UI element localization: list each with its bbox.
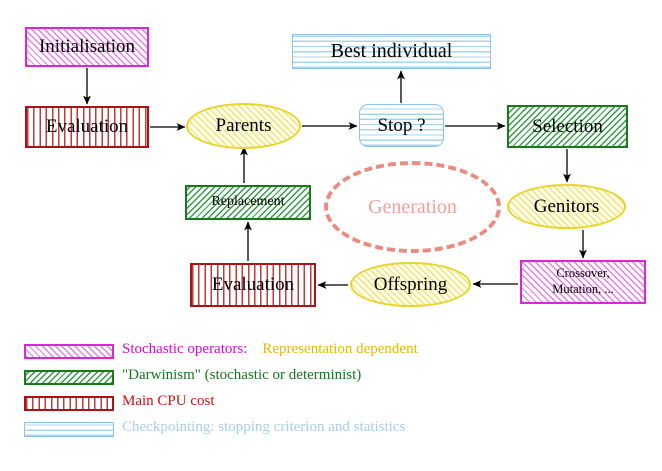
legend-label-stochastic-operators: Stochastic operators:	[122, 341, 248, 357]
node-replacement-label: Replacement	[211, 194, 285, 210]
node-genitors-label: Genitors	[533, 195, 600, 217]
node-parents-label: Parents	[215, 115, 272, 137]
legend: Stochastic operators: Representation dep…	[0, 340, 662, 460]
legend-swatch-blue-horizontal-hatch	[24, 422, 114, 437]
legend-row-main-cpu-cost: Main CPU cost	[0, 393, 662, 422]
node-crossover-line2: Mutation, ...	[552, 282, 614, 296]
node-evaluation-bottom-label: Evaluation	[211, 274, 295, 296]
node-offspring[interactable]: Offspring	[350, 262, 471, 307]
node-genitors[interactable]: Genitors	[507, 184, 626, 229]
node-selection-label: Selection	[532, 115, 603, 137]
legend-label-checkpointing: Checkpointing: stopping criterion and st…	[122, 419, 406, 435]
legend-label-representation-dependent: Representation dependent	[262, 341, 418, 357]
node-evaluation-bottom[interactable]: Evaluation	[190, 263, 316, 307]
legend-swatch-red-vertical-hatch	[24, 396, 114, 411]
node-replacement[interactable]: Replacement	[185, 185, 311, 220]
legend-swatch-green-diagonal-hatch	[24, 370, 114, 385]
node-best-individual-label: Best individual	[330, 40, 453, 62]
node-offspring-label: Offspring	[373, 273, 448, 295]
node-evaluation-top[interactable]: Evaluation	[25, 106, 149, 148]
node-parents[interactable]: Parents	[186, 103, 301, 149]
node-evaluation-top-label: Evaluation	[45, 116, 129, 138]
node-crossover-mutation[interactable]: Crossover, Mutation, ...	[520, 260, 646, 304]
node-initialisation-label: Initialisation	[38, 36, 136, 58]
legend-row-stochastic-operators: Stochastic operators: Representation dep…	[0, 341, 662, 370]
legend-label-darwinism: "Darwinism" (stochastic or determinist)	[122, 367, 362, 383]
node-crossover-mutation-label: Crossover, Mutation, ...	[552, 266, 613, 297]
node-stop[interactable]: Stop ?	[359, 104, 444, 147]
node-initialisation[interactable]: Initialisation	[25, 27, 149, 67]
legend-swatch-magenta-diagonal-hatch	[24, 344, 114, 359]
node-generation-label: Generation	[368, 195, 457, 218]
legend-text-stochastic-operators: Stochastic operators: Representation dep…	[122, 341, 418, 358]
node-generation: Generation	[324, 161, 501, 253]
node-stop-label: Stop ?	[377, 114, 426, 136]
node-best-individual[interactable]: Best individual	[292, 34, 491, 69]
legend-row-checkpointing: Checkpointing: stopping criterion and st…	[0, 419, 662, 448]
node-selection[interactable]: Selection	[507, 105, 628, 148]
legend-row-darwinism: "Darwinism" (stochastic or determinist)	[0, 367, 662, 396]
node-crossover-line1: Crossover,	[556, 266, 610, 281]
legend-label-main-cpu-cost: Main CPU cost	[122, 393, 215, 409]
